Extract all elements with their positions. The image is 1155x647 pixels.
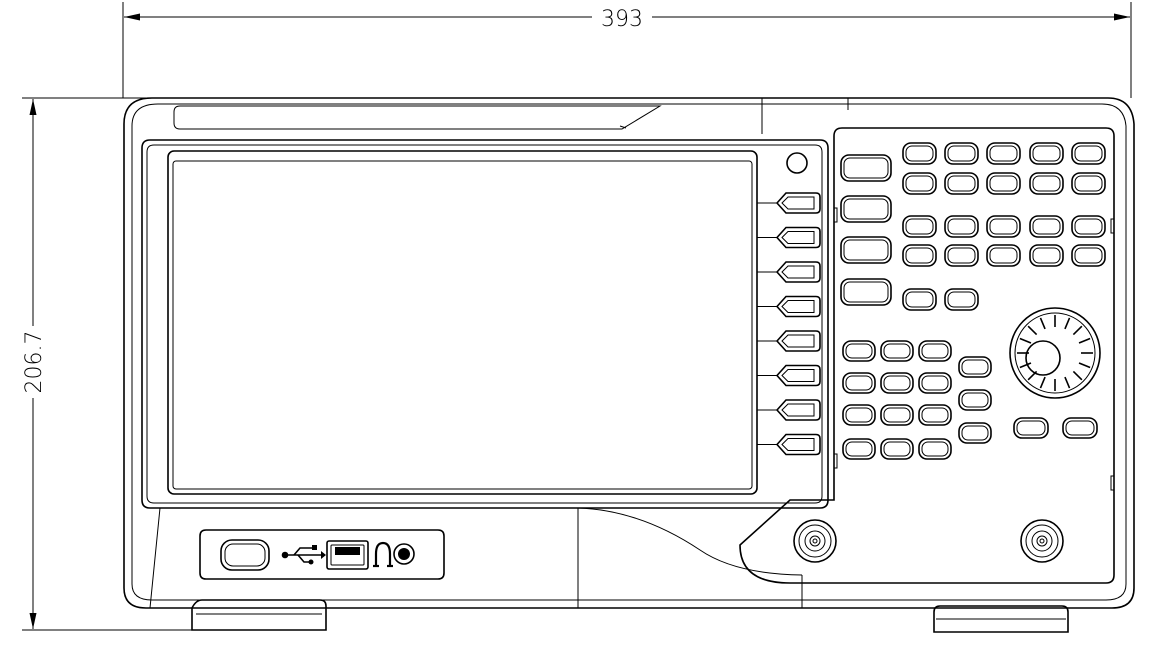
side-key-3[interactable] <box>958 422 992 444</box>
foot-left <box>191 599 327 631</box>
numeric-key-r4-c3[interactable] <box>918 438 952 460</box>
height-dimension: 206.7 <box>22 97 192 631</box>
function-key-r2-c5[interactable] <box>1071 172 1106 195</box>
large-function-key-1[interactable] <box>840 154 892 182</box>
display-screen <box>167 150 758 495</box>
softkey-3[interactable] <box>757 261 821 283</box>
function-key-r4-c1[interactable] <box>902 244 937 267</box>
function-key-r1-c2[interactable] <box>944 142 979 165</box>
rf-connector-left[interactable] <box>793 519 837 563</box>
function-key-r2-c3[interactable] <box>986 172 1021 195</box>
softkey-column <box>757 192 821 456</box>
softkey-5[interactable] <box>757 330 821 352</box>
large-function-key-3[interactable] <box>840 236 892 264</box>
numeric-key-r3-c3[interactable] <box>918 404 952 426</box>
softkey-2[interactable] <box>757 226 821 249</box>
rf-connector-right[interactable] <box>1020 519 1064 563</box>
softkey-6[interactable] <box>757 364 821 387</box>
side-key-2[interactable] <box>958 389 992 411</box>
function-key-r4-c2[interactable] <box>944 244 979 267</box>
softkey-1[interactable] <box>757 192 821 214</box>
headphone-jack[interactable] <box>393 543 415 565</box>
keypad-panel <box>739 127 1115 584</box>
height-dimension-label: 206.7 <box>22 331 47 394</box>
function-key-r1-c3[interactable] <box>986 142 1021 165</box>
function-key-r2-c2[interactable] <box>944 172 979 195</box>
numeric-key-r1-c2[interactable] <box>880 340 914 362</box>
function-key-extra-1[interactable] <box>902 288 937 311</box>
knob-key-left[interactable] <box>1013 417 1049 439</box>
width-dimension: 393 <box>122 2 1132 98</box>
function-key-r3-c2[interactable] <box>944 215 979 238</box>
numeric-key-r3-c1[interactable] <box>842 404 876 426</box>
chassis <box>123 97 1135 609</box>
io-panel <box>199 529 445 580</box>
function-key-r3-c4[interactable] <box>1029 215 1064 238</box>
numeric-key-r1-c3[interactable] <box>918 340 952 362</box>
side-key-1[interactable] <box>958 356 992 378</box>
numeric-key-r3-c2[interactable] <box>880 404 914 426</box>
function-key-r1-c5[interactable] <box>1071 142 1106 165</box>
headphone-icon <box>374 541 392 566</box>
function-key-r4-c4[interactable] <box>1029 244 1064 267</box>
function-key-extra-2[interactable] <box>944 288 979 311</box>
large-function-key-4[interactable] <box>840 278 892 306</box>
foot-right <box>933 605 1069 633</box>
display-bezel <box>141 139 829 509</box>
numeric-key-r4-c1[interactable] <box>842 438 876 460</box>
function-key-r1-c1[interactable] <box>902 142 937 165</box>
power-led-icon <box>786 152 808 174</box>
width-dimension-label: 393 <box>601 7 643 32</box>
function-key-r3-c1[interactable] <box>902 215 937 238</box>
softkey-7[interactable] <box>757 399 821 421</box>
function-key-r2-c4[interactable] <box>1029 172 1064 195</box>
function-key-r3-c5[interactable] <box>1071 215 1106 238</box>
function-key-r4-c5[interactable] <box>1071 244 1106 267</box>
softkey-8[interactable] <box>757 433 821 456</box>
usb-port[interactable] <box>326 540 369 570</box>
usb-icon <box>281 545 326 565</box>
function-key-r2-c1[interactable] <box>902 172 937 195</box>
numeric-key-r4-c2[interactable] <box>880 438 914 460</box>
knob-key-right[interactable] <box>1062 417 1098 439</box>
numeric-key-r2-c2[interactable] <box>880 372 914 394</box>
power-button[interactable] <box>220 539 270 571</box>
top-handle-slot <box>173 105 662 130</box>
large-function-key-2[interactable] <box>840 195 892 223</box>
function-key-r3-c3[interactable] <box>986 215 1021 238</box>
softkey-4[interactable] <box>757 295 821 318</box>
numeric-key-r2-c3[interactable] <box>918 372 952 394</box>
numeric-key-r2-c1[interactable] <box>842 372 876 394</box>
numeric-key-r1-c1[interactable] <box>842 340 876 362</box>
rotary-knob[interactable] <box>1009 307 1101 399</box>
function-key-r4-c3[interactable] <box>986 244 1021 267</box>
function-key-r1-c4[interactable] <box>1029 142 1064 165</box>
